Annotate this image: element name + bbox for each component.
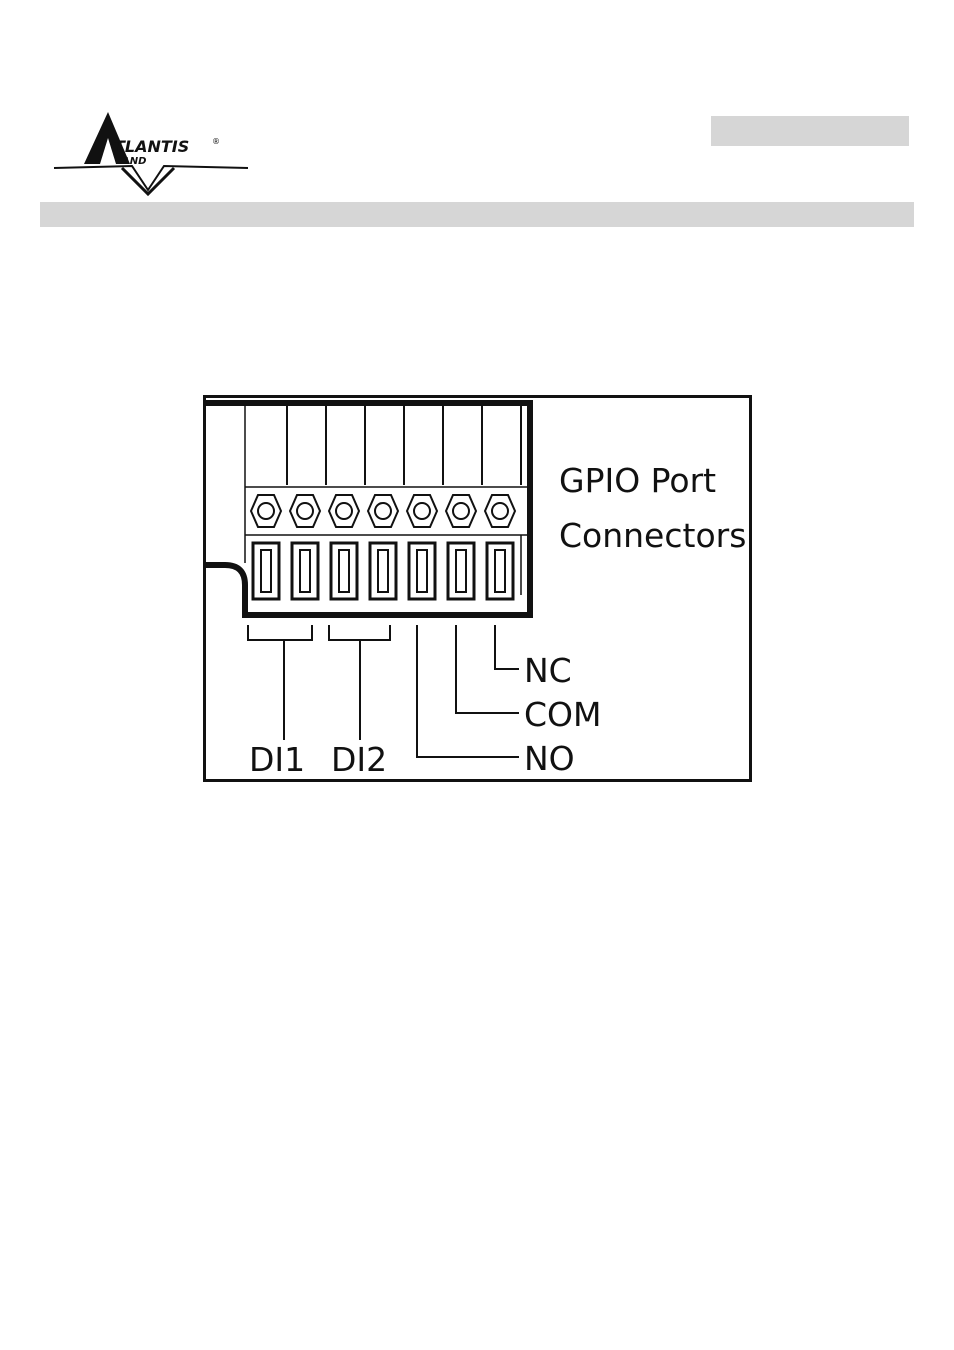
svg-text:®: ® xyxy=(212,137,220,146)
svg-text:AND: AND xyxy=(121,156,146,167)
svg-text:TLANTIS: TLANTIS xyxy=(114,137,189,156)
label-di2: DI2 xyxy=(331,740,387,779)
gpio-title-line1: GPIO Port xyxy=(559,461,716,500)
header-tab xyxy=(711,116,909,146)
screw-heads xyxy=(251,495,515,527)
label-com: COM xyxy=(524,695,602,734)
terminal-dividers xyxy=(287,405,521,485)
wire-slots xyxy=(253,543,513,599)
gpio-connector-diagram: GPIO Port Connectors DI1 DI2 NC COM NO xyxy=(203,395,752,782)
label-no: NO xyxy=(524,739,575,778)
gpio-title-line2: Connectors xyxy=(559,516,746,555)
label-nc: NC xyxy=(524,651,572,690)
leader-lines xyxy=(248,625,519,757)
label-di1: DI1 xyxy=(249,740,305,779)
atlantis-land-logo: TLANTIS ® AND xyxy=(52,108,250,198)
header-bar xyxy=(40,202,914,227)
